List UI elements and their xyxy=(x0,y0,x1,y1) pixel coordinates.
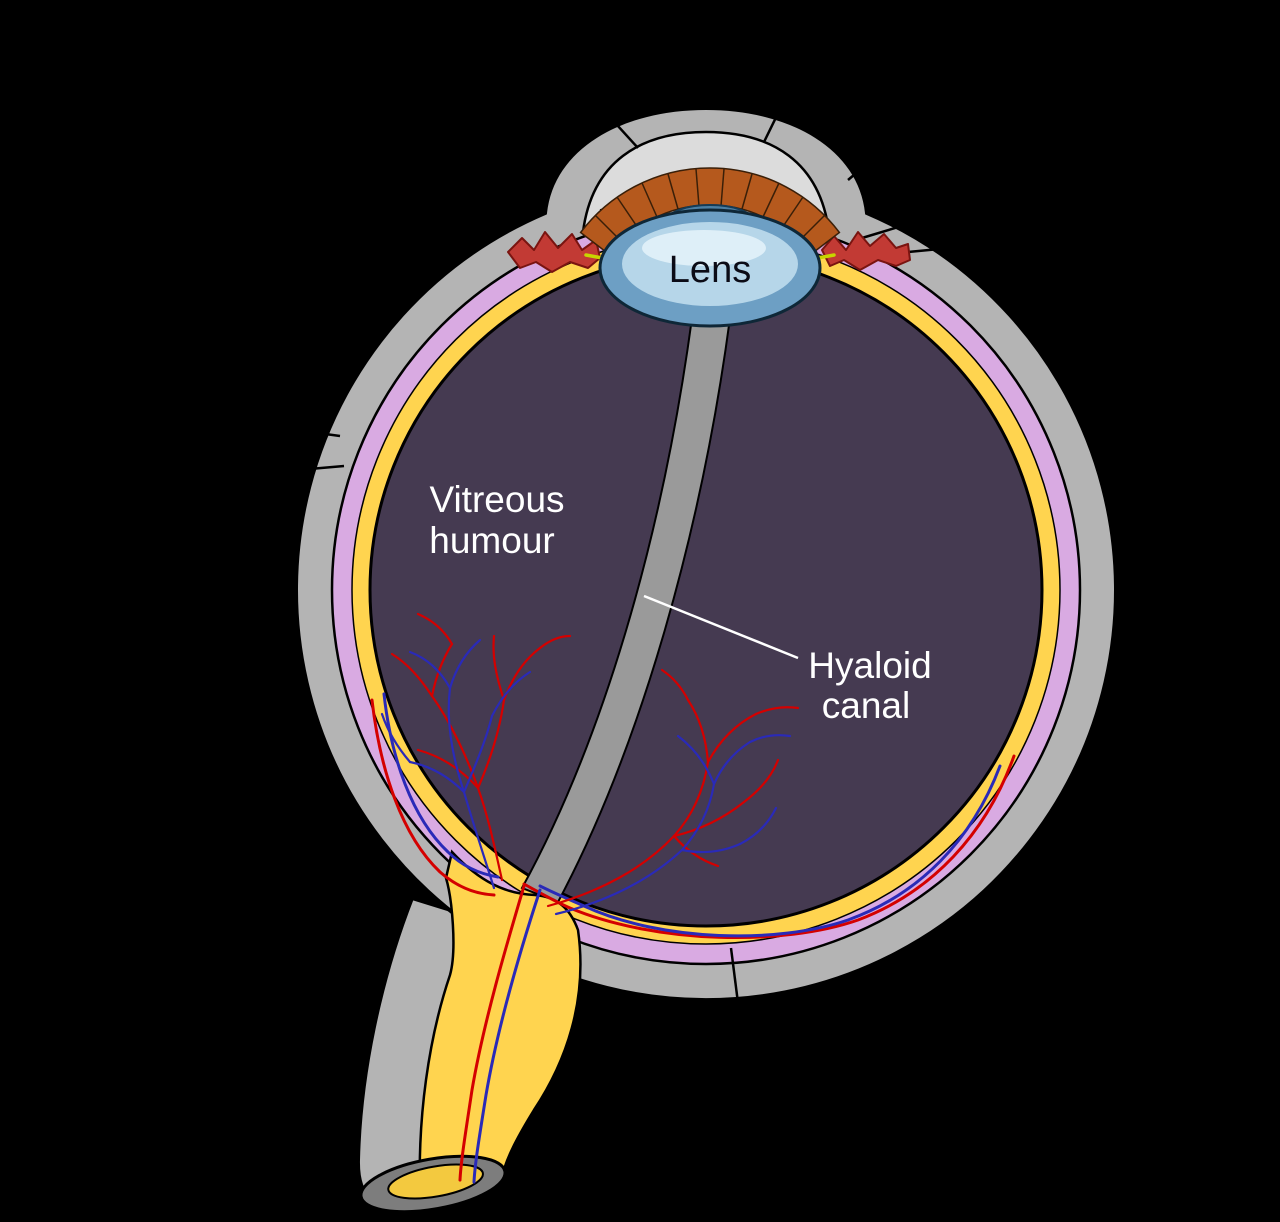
vessel-branch xyxy=(380,712,412,764)
vessel-branch xyxy=(554,848,684,916)
lens xyxy=(598,204,822,328)
leader-line xyxy=(907,242,993,254)
vessel-branch xyxy=(672,834,720,868)
iris-line xyxy=(762,182,780,218)
lens-highlight xyxy=(642,230,766,266)
vessel-branch xyxy=(712,740,752,786)
vessel-cluster-left-blue xyxy=(380,638,532,890)
leader-line xyxy=(555,57,639,149)
vessel-branch xyxy=(660,668,690,702)
vessel-cluster-right-red xyxy=(546,668,800,908)
vessel-branch xyxy=(672,800,746,838)
vessel-branch xyxy=(416,612,454,646)
vitreous-humour-label-line2: humour xyxy=(429,520,554,561)
iris-line xyxy=(616,196,639,229)
vessel-branch xyxy=(476,698,506,790)
vessel-branch xyxy=(546,760,710,908)
vessel-branch xyxy=(738,806,778,846)
vessel-branch xyxy=(416,748,480,790)
vessel-branch xyxy=(686,698,710,764)
hyaloid-pointer-line xyxy=(643,594,799,660)
leader-line xyxy=(762,55,808,143)
vessel-branch xyxy=(754,706,800,716)
nerve-vessel-blue xyxy=(472,888,542,1184)
lens-label: Lens xyxy=(669,249,751,291)
vessel-branch xyxy=(706,712,758,764)
hyaloid-canal-label-line2: canal xyxy=(822,685,910,726)
vessel-branch xyxy=(490,670,532,718)
vessel-branch xyxy=(390,652,434,698)
iris xyxy=(579,167,841,257)
retinal-vessel-red xyxy=(522,754,1016,940)
retinal-vessel-red xyxy=(370,698,496,897)
vessel-cluster-left xyxy=(380,612,572,890)
retinal-vessel-blue xyxy=(538,764,1002,938)
vessel-branch xyxy=(676,734,716,786)
vessel-branch xyxy=(680,842,742,854)
retinal-vessel-blue xyxy=(382,692,500,879)
vessel-cluster-right xyxy=(546,668,800,916)
leader-line xyxy=(251,422,341,438)
iris-line xyxy=(720,168,725,207)
iris-line xyxy=(667,173,679,210)
vessel-branch xyxy=(680,782,716,852)
vessel-branch xyxy=(748,734,792,744)
hyaloid-canal-label-line1: Hyaloid xyxy=(808,645,931,686)
vessel-branch xyxy=(462,714,494,794)
iris-line xyxy=(741,173,753,210)
vessel-cluster-right-blue xyxy=(554,734,792,916)
nerve-vessel-red xyxy=(458,884,526,1182)
leader-line xyxy=(729,947,746,1051)
iris-line xyxy=(781,196,804,229)
vessel-branch xyxy=(430,642,454,698)
leader-line xyxy=(847,111,929,181)
vessel-branch xyxy=(408,760,466,794)
vessel-branch xyxy=(742,758,780,804)
leader-line xyxy=(251,464,345,476)
vitreous-humour-label-line1: Vitreous xyxy=(429,479,564,520)
ciliary-body-right xyxy=(821,231,911,271)
iris-line xyxy=(695,168,700,207)
vessel-branch xyxy=(492,634,506,702)
vessel-branch xyxy=(408,650,452,690)
iris-line xyxy=(641,182,658,218)
vessel-branch xyxy=(448,638,482,690)
leader-line xyxy=(861,204,969,240)
retinal-vessels xyxy=(370,692,1016,1184)
vessel-branch xyxy=(538,634,572,650)
optic-nerve-end-cap xyxy=(359,1154,507,1214)
